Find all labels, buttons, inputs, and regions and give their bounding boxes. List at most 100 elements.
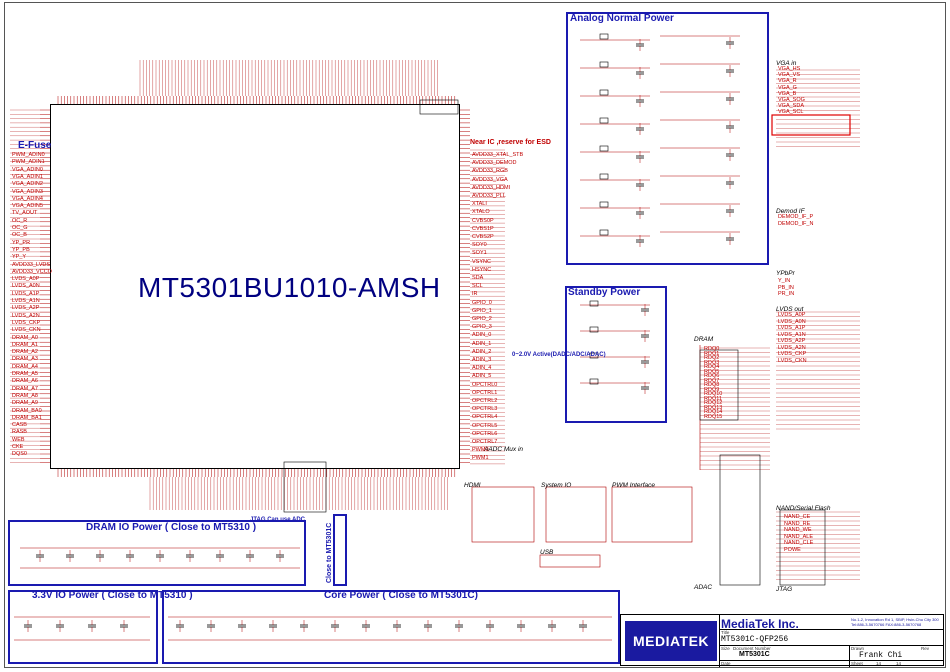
net-label: GPIO_2 (472, 316, 492, 322)
net-label: OPCTRL0 (472, 381, 498, 388)
jtag-note: JTAG Can use ADC (250, 517, 306, 523)
net-label: DRAM_BA0 (12, 407, 42, 414)
dram-io-power-block (8, 520, 306, 586)
esd-note: Near IC ,reserve for ESD (470, 139, 551, 146)
net-label: DRAM_A2 (12, 349, 38, 356)
net-label: VSYNC (472, 258, 491, 265)
analog-power-block (566, 12, 769, 265)
net-label: LVDS_A2P (778, 338, 806, 344)
section-aadc-mux: AADC Mux in (484, 446, 524, 453)
net-label: RASB (12, 429, 27, 436)
net-label: GPIO_3 (472, 324, 492, 331)
net-label: OPCTRL4 (472, 414, 498, 421)
net-label: RDQ0 (704, 346, 720, 352)
io-power-block (8, 590, 158, 664)
net-label: SCL (472, 283, 483, 290)
net-label: LVDS_CKN (12, 327, 41, 334)
ic-package-body (50, 104, 460, 469)
net-label: HSYNC (472, 266, 492, 273)
net-label: VGA_ADIN1 (12, 173, 43, 180)
sheet-number: 14 (876, 661, 882, 666)
section-pwm: PWM Interface (612, 482, 655, 489)
net-label: CVBS2P (472, 234, 494, 240)
net-label: CVBS1P (472, 225, 494, 232)
net-label: LVDS_A2P (12, 305, 40, 312)
net-label: LVDS_A0N (12, 283, 40, 290)
net-label: DRAM_BA1 (12, 414, 42, 421)
net-label: NAND_RE (784, 520, 811, 527)
net-label: RDQ8 (704, 382, 720, 388)
net-label: VGA_ADIN3 (12, 188, 43, 195)
net-label: PR_IN (778, 291, 795, 297)
net-label: SOY1 (472, 250, 487, 257)
net-label: DEMOD_IF_N (778, 220, 814, 227)
net-label: LVDS_A1N (778, 331, 806, 338)
net-label: RDQ4 (704, 364, 720, 370)
net-label: RDQ1 (704, 350, 720, 357)
net-label: LVDS_CKN (778, 357, 807, 364)
net-label: VGA_ADIN2 (12, 181, 43, 188)
net-label: RDQ5 (704, 368, 720, 375)
net-label: RDQ2 (704, 355, 720, 361)
net-label: OPCTRL6 (472, 430, 498, 437)
company-address: No.1-2, Innovation Rd 1, SBIP, Hsin-Chu … (851, 617, 939, 627)
net-label: RDQ10 (704, 391, 723, 397)
net-label: NAND_ALE (784, 533, 814, 540)
net-label: AVDD33_HDMI (472, 184, 511, 191)
net-label: TV_AOUT (12, 210, 38, 217)
net-label: Y_IN (778, 278, 791, 284)
section-vga-in: VGA in (776, 60, 797, 67)
net-label: AVDD33_RGB (472, 168, 508, 175)
net-label: DEMOD_IF_P (778, 214, 814, 220)
section-jtag: JTAG (776, 586, 793, 593)
net-label: RDQ12 (704, 400, 723, 406)
section-ypbpr: YPbPr (776, 270, 795, 277)
net-label: LVDS_A2N (778, 344, 806, 351)
section-adac: ADAC (694, 584, 713, 591)
net-label: DRAM_A4 (12, 363, 38, 370)
doc-number: MT5301C (739, 651, 770, 658)
net-label: OPCTRL7 (472, 439, 498, 445)
net-label: VGA_VS (778, 72, 801, 79)
net-label: LVDS_A0N (778, 318, 806, 325)
rev-label: Rev (921, 646, 930, 651)
net-label: OPCTRL1 (472, 389, 498, 396)
net-label: SDA (472, 275, 484, 281)
sheet-label: Sheet (851, 661, 863, 666)
section-demod-if: Demod IF (776, 208, 805, 215)
net-label: RDQ11 (704, 395, 722, 402)
section-nand-flash: NAND/Serial Flash (776, 505, 831, 512)
net-label: OPCTRL3 (472, 406, 498, 413)
net-label: NAND_WE (784, 527, 812, 533)
net-label: AVDD33_DEMOD (472, 160, 517, 167)
net-label: VGA_SOG (778, 97, 805, 103)
net-label: DRAM_A0 (12, 334, 38, 341)
net-label: VGA_ADIN5 (12, 203, 43, 210)
net-label: RDQ14 (704, 409, 723, 415)
net-label: PWM0 (472, 447, 489, 454)
net-label: VGA_G (778, 84, 797, 91)
title-block: MEDIATEK MediaTek Inc. No.1-2, Innovatio… (620, 614, 944, 667)
doc-label: Document Number (733, 646, 771, 651)
net-label: YP_PB (12, 246, 30, 253)
net-label: DRAM_A9 (12, 400, 38, 407)
net-label: RDQ9 (704, 386, 720, 393)
size-label: Size (721, 646, 730, 651)
section-lvds-out: LVDS out (776, 306, 804, 313)
net-label: LVDS_CKP (12, 319, 41, 326)
date-label: Date (721, 661, 731, 666)
net-label: ADIN_0 (472, 332, 492, 339)
section-usb: USB (540, 549, 554, 556)
analog-power-title: Analog Normal Power (570, 13, 674, 24)
net-label: POWE (784, 546, 801, 553)
net-label: CKE (12, 444, 24, 450)
drawn-label: Drawn (851, 646, 865, 651)
net-label: OC_G (12, 225, 28, 231)
net-label: ADIN_2 (472, 348, 492, 355)
net-label: DRAM_A1 (12, 341, 38, 348)
core-power-block (162, 590, 620, 664)
net-label: VGA_ADIN4 (12, 195, 43, 202)
net-label: CASB (12, 422, 27, 429)
net-label: AVDD33_VCCO (12, 268, 52, 275)
